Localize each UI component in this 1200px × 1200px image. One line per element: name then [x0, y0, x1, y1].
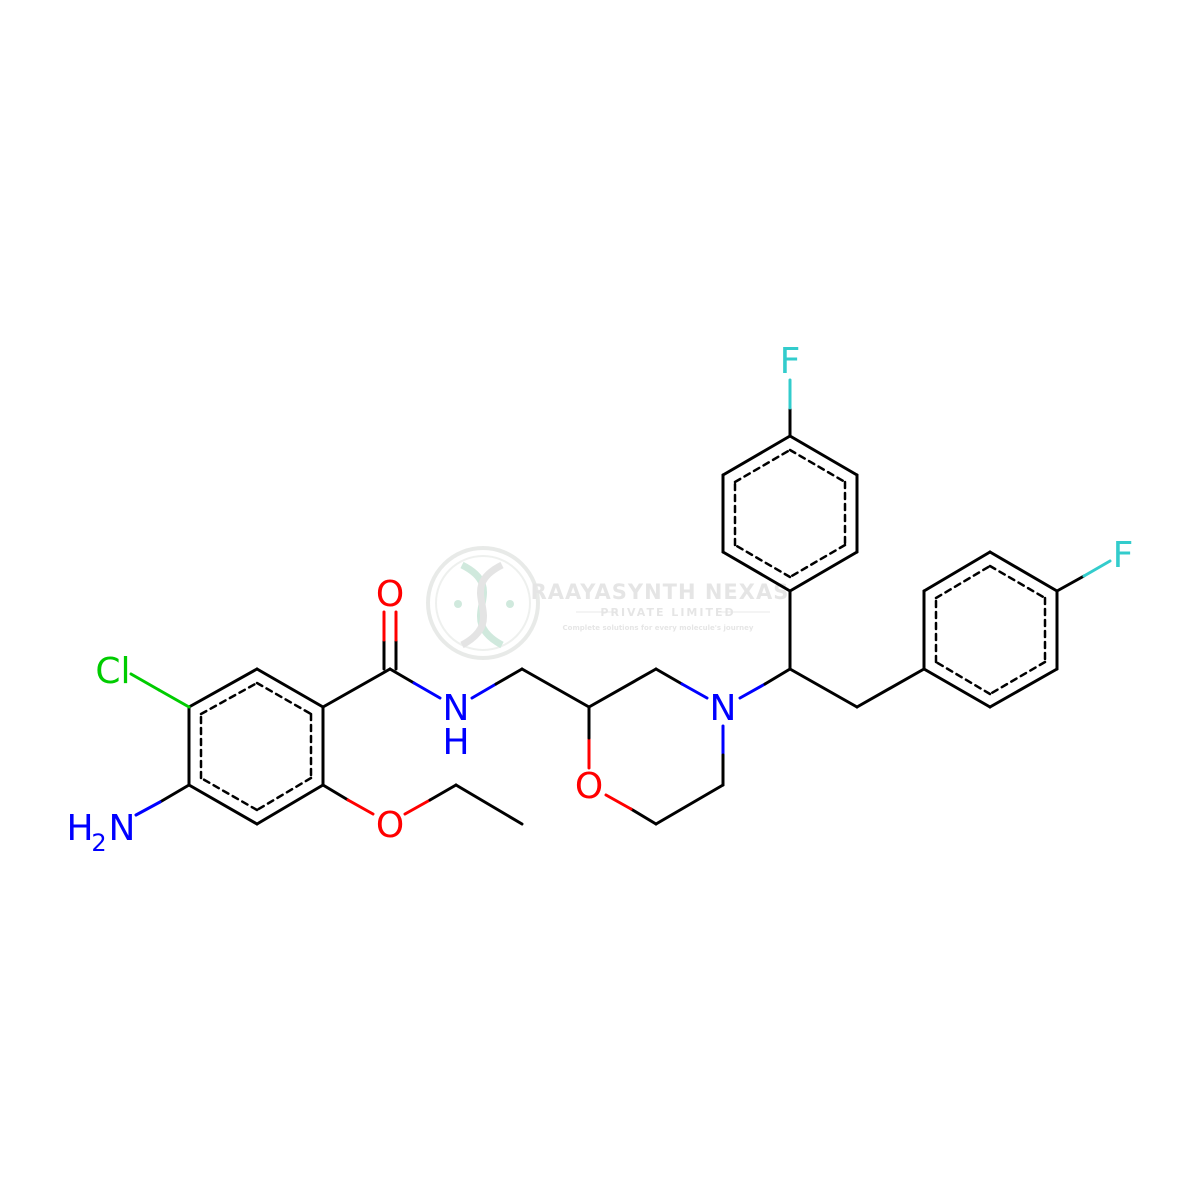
bond-c-nh [388, 667, 416, 685]
bond-c-cl [157, 688, 191, 709]
watermark-tagline: Complete solutions for every molecule's … [563, 624, 754, 632]
watermark: RAAYASYNTH NEXAS PRIVATE LIMITED Complet… [426, 546, 790, 660]
aromatic-circle-ring2 [733, 448, 847, 579]
bonds [129, 378, 1112, 826]
bond-morph-c6-o [629, 807, 658, 826]
atom-ether-oxygen: O [376, 805, 404, 846]
bond-o-ethyl [403, 798, 432, 816]
bond-morph-c2-c3 [587, 667, 658, 709]
atom-morpholine-nitrogen: N [710, 688, 737, 729]
bond-ring1-top-right [255, 667, 325, 709]
atom-chlorine: Cl [95, 651, 130, 692]
bond-ch2-morpholine [520, 667, 591, 709]
atom-amide-h: H [442, 722, 469, 763]
atom-amine-h: H [66, 808, 93, 849]
bond-ch2-ring3 [855, 667, 926, 709]
bond-nh-ch2 [470, 682, 498, 700]
bond-ring1-top-left [187, 667, 259, 709]
bond-n-ch [738, 682, 767, 700]
bond-ring-carbonyl [321, 667, 392, 709]
bond-c-nh2 [158, 783, 191, 804]
bond-ring-ether-o [321, 783, 350, 802]
bond-ring1-bottom-left [187, 783, 259, 826]
bond-ring1-bottom-right [255, 783, 325, 826]
atom-amine-subscript: 2 [91, 829, 106, 857]
atom-carbonyl-oxygen: O [376, 574, 404, 615]
atom-fluorine-top: F [780, 341, 801, 382]
aromatic-circle-ring3 [934, 564, 1047, 696]
atom-fluorine-right: F [1113, 535, 1134, 576]
bond-morph-c5-c6 [654, 783, 725, 826]
atom-morpholine-oxygen: O [575, 766, 603, 807]
bond-morph-c3-n [654, 667, 684, 686]
atom-labels: Cl H 2 N O N H O O N F F [66, 341, 1133, 857]
bond-c-f-right [1055, 574, 1086, 593]
bond-ch-ch2 [788, 667, 859, 709]
dna-helix-logo-icon [426, 546, 540, 660]
watermark-company: RAAYASYNTH NEXAS [531, 580, 790, 604]
atom-amide-n: N [443, 688, 470, 729]
bond-ethyl [454, 783, 524, 826]
watermark-subtitle: PRIVATE LIMITED [600, 606, 735, 619]
atom-amine-n: N [109, 808, 136, 849]
aromatic-circle-ring1 [199, 681, 313, 812]
